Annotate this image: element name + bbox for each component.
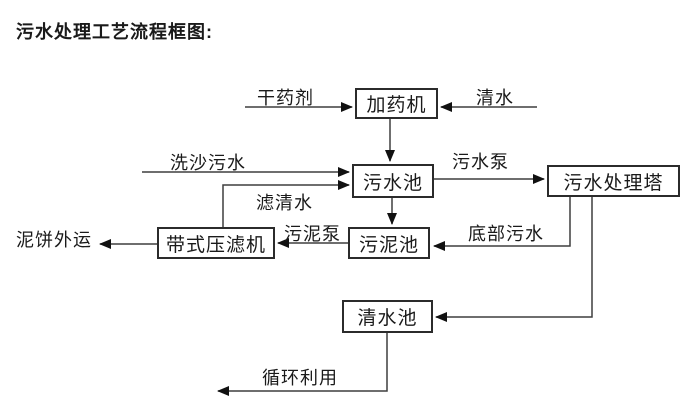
node-sewage-pool: 污水池 (352, 164, 434, 198)
page-title: 污水处理工艺流程框图: (16, 22, 213, 42)
node-belt-filter-press: 带式压滤机 (157, 227, 275, 259)
edge-label-sludge-pump: 污泥泵 (284, 224, 341, 244)
edge-label-clean-water: 清水 (476, 88, 514, 108)
edge-label-recycle-use: 循环利用 (262, 368, 338, 388)
edge-label-dry-agent: 干药剂 (257, 88, 314, 108)
edge-label-sewage-pump: 污水泵 (452, 152, 509, 172)
node-dosing-machine: 加药机 (355, 88, 438, 119)
edge-label-sand-washing-sewage: 洗沙污水 (170, 153, 246, 173)
node-sludge-pool: 污泥池 (348, 227, 430, 259)
edge-label-filtered-clean-water: 滤清水 (256, 193, 313, 213)
node-treatment-tower: 污水处理塔 (547, 165, 680, 197)
edge-label-mud-cake-out: 泥饼外运 (16, 230, 92, 250)
node-clean-water-pool: 清水池 (342, 300, 433, 333)
edge-label-bottom-sewage: 底部污水 (468, 224, 544, 244)
arrow-tower-to-clean-pool (435, 197, 593, 322)
